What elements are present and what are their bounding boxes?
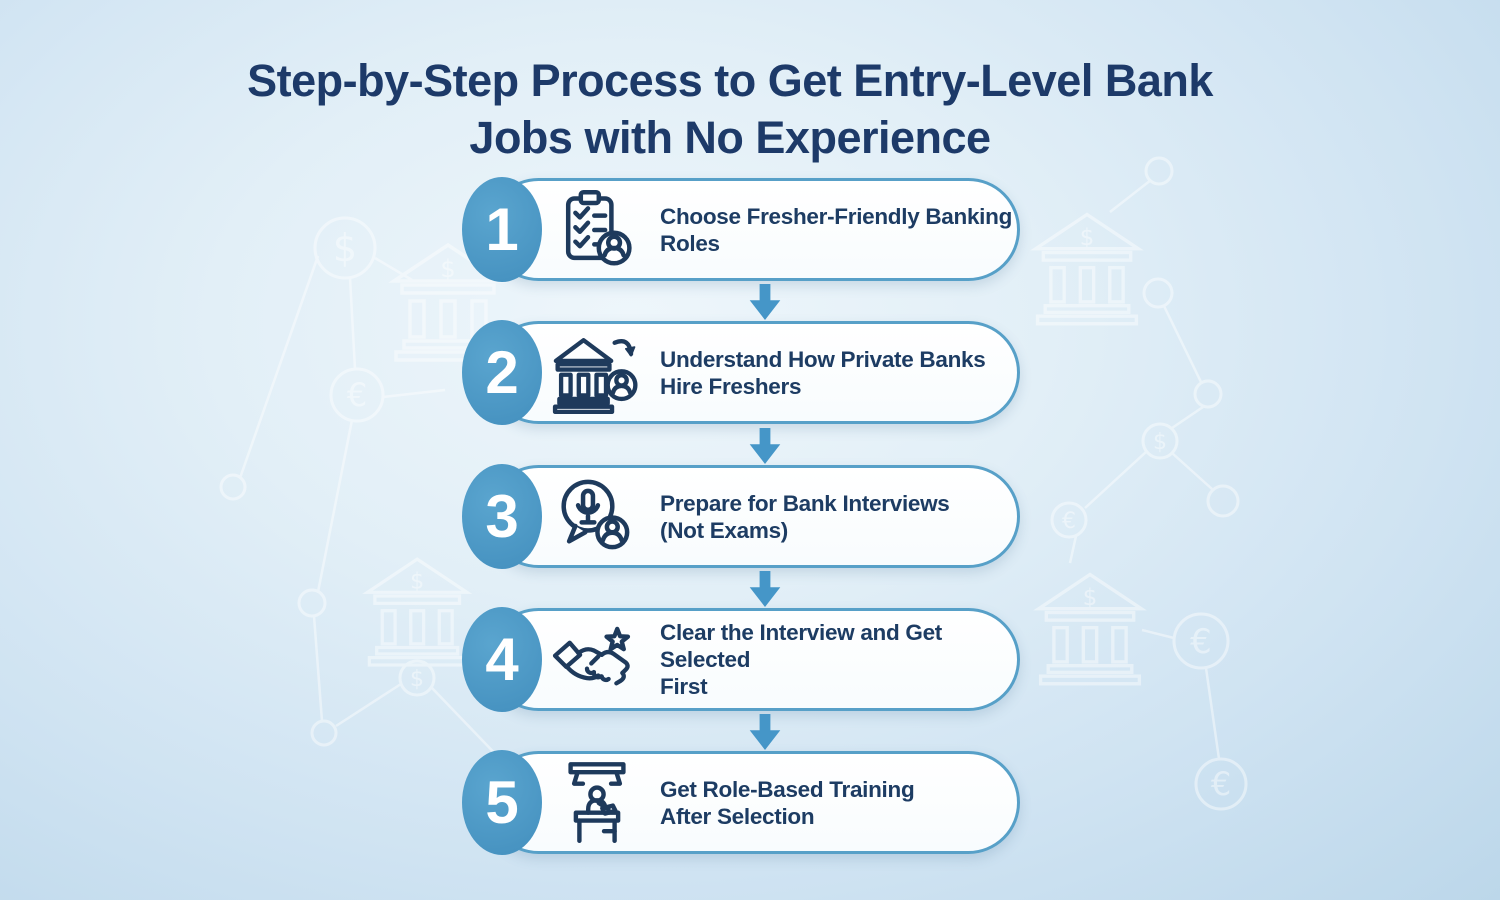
coin-watermark-icons (219, 156, 1248, 811)
svg-text:$: $ (333, 226, 357, 270)
step-number-badge-1: 1 (462, 177, 542, 282)
step-number-badge-4: 4 (462, 607, 542, 712)
step-number: 4 (485, 626, 519, 693)
bank-hiring-icon (552, 337, 638, 414)
step-number-badge-3: 3 (462, 464, 542, 569)
handshake-star-icon (552, 626, 631, 685)
step-number: 1 (485, 196, 519, 263)
down-arrow-icon (749, 428, 781, 464)
step-label-2: Understand How Private Banks Hire Freshe… (660, 346, 986, 399)
svg-text:€: € (1211, 765, 1231, 803)
step-number: 3 (485, 483, 519, 550)
step-label-4: Clear the Interview and Get Selected Fir… (660, 620, 942, 699)
training-desk-icon (567, 761, 626, 843)
step-number: 2 (485, 339, 519, 406)
step-label-5: Get Role-Based Training After Selection (660, 776, 915, 829)
checklist-person-icon (565, 189, 632, 266)
interview-microphone-icon (560, 479, 629, 549)
svg-text:€: € (1190, 622, 1212, 662)
down-arrow-icon (749, 571, 781, 607)
title-line1: Step-by-Step Process to Get Entry-Level … (247, 55, 1213, 107)
title-line2: Jobs with No Experience (469, 112, 991, 164)
svg-text:€: € (347, 376, 367, 414)
step-number: 5 (485, 769, 519, 836)
step-label-1: Choose Fresher-Friendly Banking Roles (660, 203, 1013, 256)
svg-text:$: $ (1153, 430, 1167, 455)
down-arrow-icon (749, 714, 781, 750)
step-pill-4 (487, 608, 1020, 711)
step-label-3: Prepare for Bank Interviews (Not Exams) (660, 490, 950, 543)
svg-text:€: € (1062, 509, 1076, 534)
step-pill-5 (487, 751, 1020, 854)
infographic-title: Step-by-Step Process to Get Entry-Level … (0, 52, 1460, 166)
svg-text:$: $ (410, 667, 424, 692)
step-number-badge-5: 5 (462, 750, 542, 855)
coin-symbols: $ € $ $ € € € (333, 226, 1231, 803)
down-arrow-icon (749, 284, 781, 320)
network-lines (238, 179, 1221, 791)
step-number-badge-2: 2 (462, 320, 542, 425)
